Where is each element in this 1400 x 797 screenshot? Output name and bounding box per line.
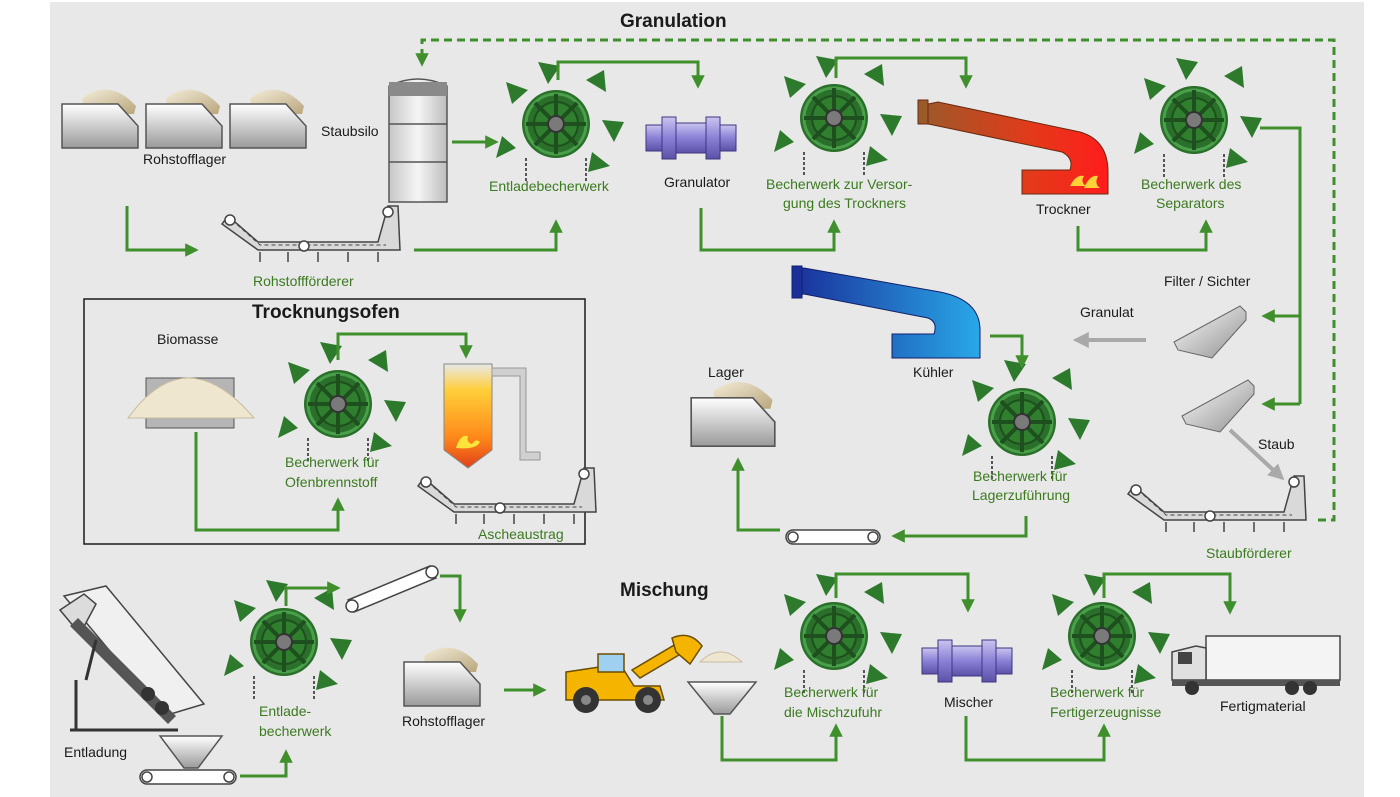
separator-elevator-label-1: Becherwerk des	[1141, 176, 1241, 192]
belt-conveyor-storage-icon	[785, 529, 881, 545]
dust-silo-icon	[388, 78, 448, 203]
section-title-mixing: Mischung	[620, 580, 709, 601]
ash-discharge-label: Ascheaustrag	[478, 526, 564, 542]
dust-silo-label: Staubsilo	[321, 123, 379, 139]
finished-material-label: Fertigmaterial	[1220, 698, 1306, 714]
mixing-hopper-icon	[686, 651, 758, 715]
unloading-elevator-2-label-2: becherwerk	[259, 723, 332, 739]
fuel-elevator-label-2: Ofenbrennstoff	[285, 474, 377, 490]
granulate-label: Granulat	[1080, 304, 1134, 320]
biomass-pile-icon	[127, 377, 256, 429]
mixer-label: Mischer	[944, 694, 993, 710]
dryer-elevator-label-2: gung des Trockners	[783, 195, 906, 211]
section-title-granulation: Granulation	[620, 11, 727, 32]
mix-feed-elevator-label-2: die Mischzufuhr	[784, 704, 882, 720]
raw-storage-bottom-label: Rohstofflager	[402, 713, 485, 729]
unloading-elevator-label: Entladebecherwerk	[489, 178, 610, 194]
dryer-icon	[917, 99, 1109, 195]
delivery-truck-icon	[1171, 635, 1341, 695]
mix-feed-elevator-label-1: Becherwerk für	[784, 684, 878, 700]
separator-elevator-label-2: Separators	[1156, 195, 1224, 211]
cooler-label: Kühler	[913, 364, 954, 380]
tipper-truck-icon	[58, 585, 206, 732]
granulator-label: Granulator	[664, 174, 730, 190]
unloading-elevator-2-label-1: Entlade-	[259, 703, 311, 719]
fuel-elevator-label-1: Becherwerk für	[285, 454, 379, 470]
filter-label: Filter / Sichter	[1164, 273, 1251, 289]
dryer-elevator-label-1: Becherwerk zur Versor-	[766, 176, 913, 192]
dust-conveyor-label: Staubförderer	[1206, 545, 1292, 561]
belt-conveyor-mixing-icon	[345, 565, 439, 613]
section-title-furnace: Trocknungsofen	[252, 302, 400, 323]
storage-label: Lager	[708, 364, 744, 380]
dust-label: Staub	[1258, 436, 1295, 452]
flow-arrows	[125, 38, 1336, 778]
furnace-icon	[443, 363, 541, 469]
dryer-label: Trockner	[1036, 201, 1091, 217]
furnace-section-frame	[83, 298, 586, 545]
raw-conveyor-label: Rohstoffförderer	[253, 273, 354, 289]
unloading-hopper-icon	[139, 735, 237, 785]
product-elevator-label-1: Becherwerk für	[1050, 684, 1144, 700]
unloading-label: Entladung	[64, 744, 127, 760]
raw-storage-bins-top	[61, 88, 307, 149]
wheel-loader-icon	[565, 634, 703, 713]
raw-storage-top-label: Rohstofflager	[143, 151, 226, 167]
cooler-icon	[791, 265, 981, 359]
product-elevator-label-2: Fertigerzeugnisse	[1050, 704, 1161, 720]
storage-elevator-label-1: Becherwerk für	[973, 468, 1067, 484]
storage-elevator-label-2: Lagerzuführung	[972, 487, 1070, 503]
biomass-label: Biomasse	[157, 331, 219, 347]
